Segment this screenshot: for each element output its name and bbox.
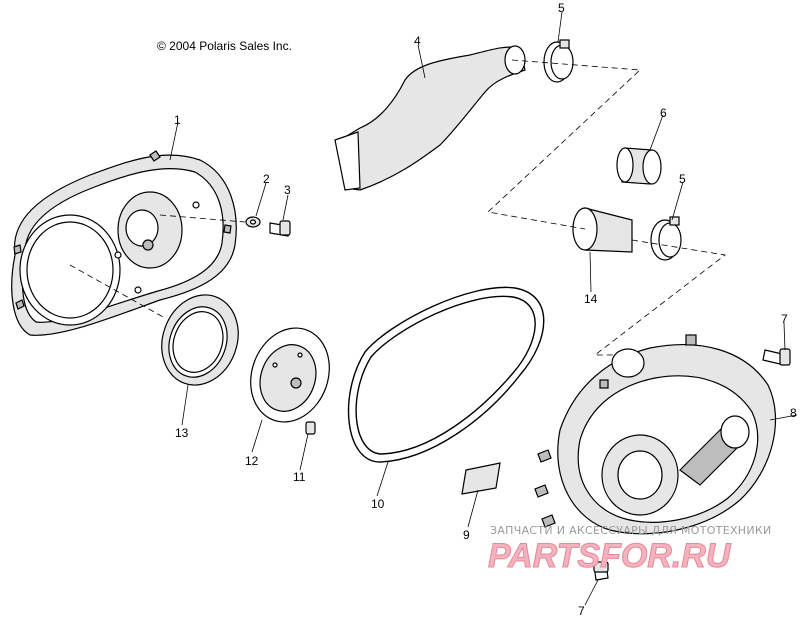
- callout-2: 2: [263, 172, 270, 186]
- callout-14: 14: [584, 292, 598, 306]
- part-10-drive-belt: [347, 286, 545, 463]
- callout-10: 10: [371, 497, 385, 511]
- part-13-seal: [161, 294, 239, 386]
- callout-5-lower: 5: [679, 172, 686, 186]
- callout-5-upper: 5: [558, 1, 565, 15]
- leader-lines: [169, 11, 798, 606]
- callout-3: 3: [284, 183, 291, 197]
- part-3-bolt: [269, 220, 291, 237]
- part-14-boot: [572, 207, 633, 253]
- callout-1: 1: [174, 113, 181, 127]
- assembly-line-bolt: [159, 214, 246, 223]
- callout-8: 8: [790, 406, 797, 420]
- part-11-screw: [305, 421, 316, 435]
- part-2-washer: [245, 216, 261, 228]
- part-8-outer-cover: [534, 334, 777, 535]
- part-12-plate: [250, 327, 330, 423]
- watermark: ЗАПЧАСТИ И АКСЕССУАРЫ ДЛЯ МОТОТЕХНИКИ PA…: [488, 524, 772, 576]
- callout-12: 12: [245, 454, 259, 468]
- part-4-intake-duct: [334, 45, 526, 191]
- part-9-decal: [461, 462, 501, 495]
- callout-11: 11: [293, 470, 306, 484]
- callout-7-lower: 7: [578, 604, 585, 617]
- assembly-line-seal: [69, 264, 166, 319]
- watermark-tagline: ЗАПЧАСТИ И АКСЕССУАРЫ ДЛЯ МОТОТЕХНИКИ: [490, 524, 772, 537]
- part-5-clamp-lower: [650, 216, 682, 261]
- assembly-line-upper: [487, 59, 641, 230]
- callout-labels: 1 2 3 4 5 6 5 14 7 8 9 10 11 12 13 7: [174, 1, 797, 617]
- callout-9: 9: [463, 528, 470, 542]
- part-1-inner-cover: [11, 150, 237, 336]
- part-5-clamp-upper: [543, 39, 574, 83]
- part-6-sleeve: [616, 147, 662, 185]
- callout-6: 6: [660, 106, 667, 120]
- watermark-logo: PARTSFOR.RU: [488, 537, 732, 575]
- part-7-bolt-upper: [762, 348, 791, 366]
- copyright-text: © 2004 Polaris Sales Inc.: [157, 39, 292, 53]
- part-7-bolt-lower: [593, 561, 609, 581]
- callout-4: 4: [414, 34, 421, 48]
- callout-7-upper: 7: [781, 312, 788, 326]
- callout-13: 13: [175, 426, 189, 440]
